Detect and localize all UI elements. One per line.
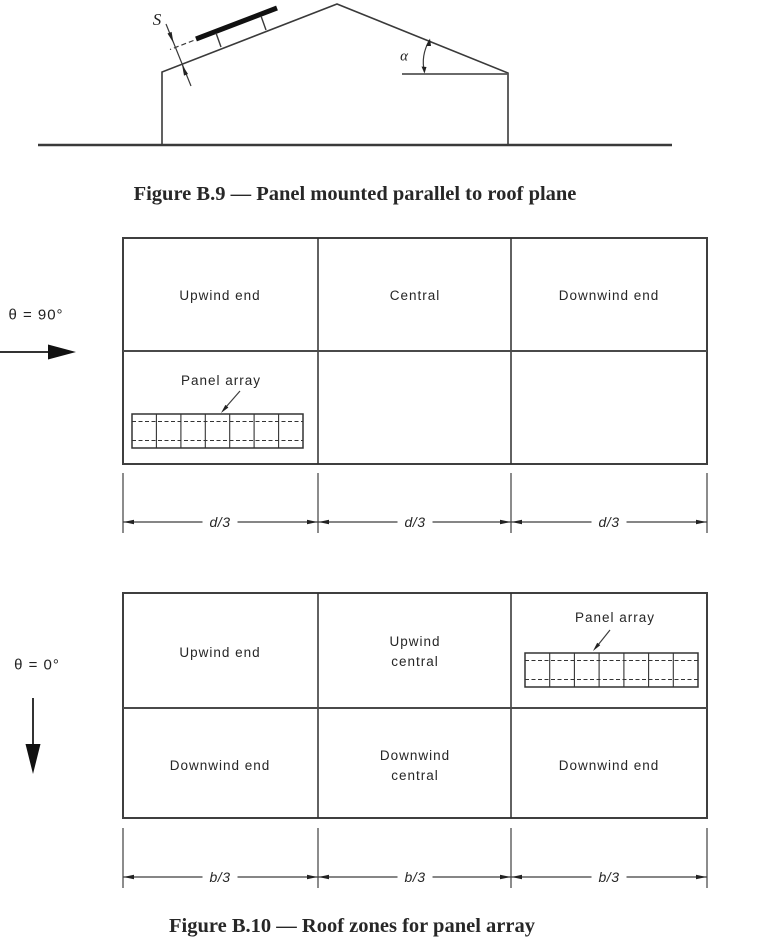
zone-label-upwind-end-90: Upwind end <box>179 287 261 303</box>
panel-array-label-90: Panel array <box>180 372 262 388</box>
dim-label-b-3: b/3 <box>591 869 627 885</box>
zone-label-downwind-end-left-0: Downwind end <box>169 757 271 773</box>
spacing-dimension <box>165 23 194 87</box>
zone-label-downwind-end-90: Downwind end <box>558 287 660 303</box>
zone-label-downwind-end-right-0: Downwind end <box>558 757 660 773</box>
spacing-arrow-lower-icon <box>182 64 188 76</box>
zone-label-central-90: Central <box>389 287 441 303</box>
panel-struts <box>215 15 267 48</box>
wind-0-arrow-icon <box>25 698 41 774</box>
angle-arrow-top-icon <box>426 38 431 46</box>
panel-array-90 <box>131 413 304 449</box>
zone-label-upwind-central-0: Upwind central <box>389 633 441 669</box>
figure-b10-caption: Figure B.10 — Roof zones for panel array <box>169 915 535 937</box>
panel-array-0 <box>524 652 699 688</box>
spacing-arrow-upper-icon <box>167 31 174 43</box>
dim-label-b-2: b/3 <box>397 869 433 885</box>
dimension-arrows-d <box>123 519 707 525</box>
figure-b9-caption: Figure B.9 — Panel mounted parallel to r… <box>133 183 577 205</box>
panel-array-arrow-90 <box>221 390 241 413</box>
panel-array-arrowhead-0-icon <box>593 642 601 651</box>
roof-panel <box>195 5 278 42</box>
dimension-arrows-b <box>123 874 707 880</box>
zone-label-downwind-central-0: Downwind central <box>379 747 451 783</box>
angle-arrow-bottom-icon <box>421 66 427 74</box>
wind-90-arrow-icon <box>0 344 76 360</box>
spacing-label: S <box>152 10 162 29</box>
dim-label-d-1: d/3 <box>202 514 238 530</box>
roof-angle-label: α <box>400 48 408 65</box>
panel-array-arrow-0 <box>593 629 611 651</box>
panel-array-label-0: Panel array <box>574 609 656 625</box>
panel-array-arrowhead-90-icon <box>221 404 229 413</box>
dim-label-b-1: b/3 <box>202 869 238 885</box>
dim-label-d-3: d/3 <box>591 514 627 530</box>
roof-angle-marker <box>402 38 508 75</box>
zone-label-upwind-end-0: Upwind end <box>179 644 261 660</box>
dim-label-d-2: d/3 <box>397 514 433 530</box>
house-drawing <box>38 3 672 147</box>
house-outline <box>161 3 509 145</box>
wind-0-label: θ = 0° <box>14 656 60 674</box>
wind-90-label: θ = 90° <box>8 306 64 324</box>
